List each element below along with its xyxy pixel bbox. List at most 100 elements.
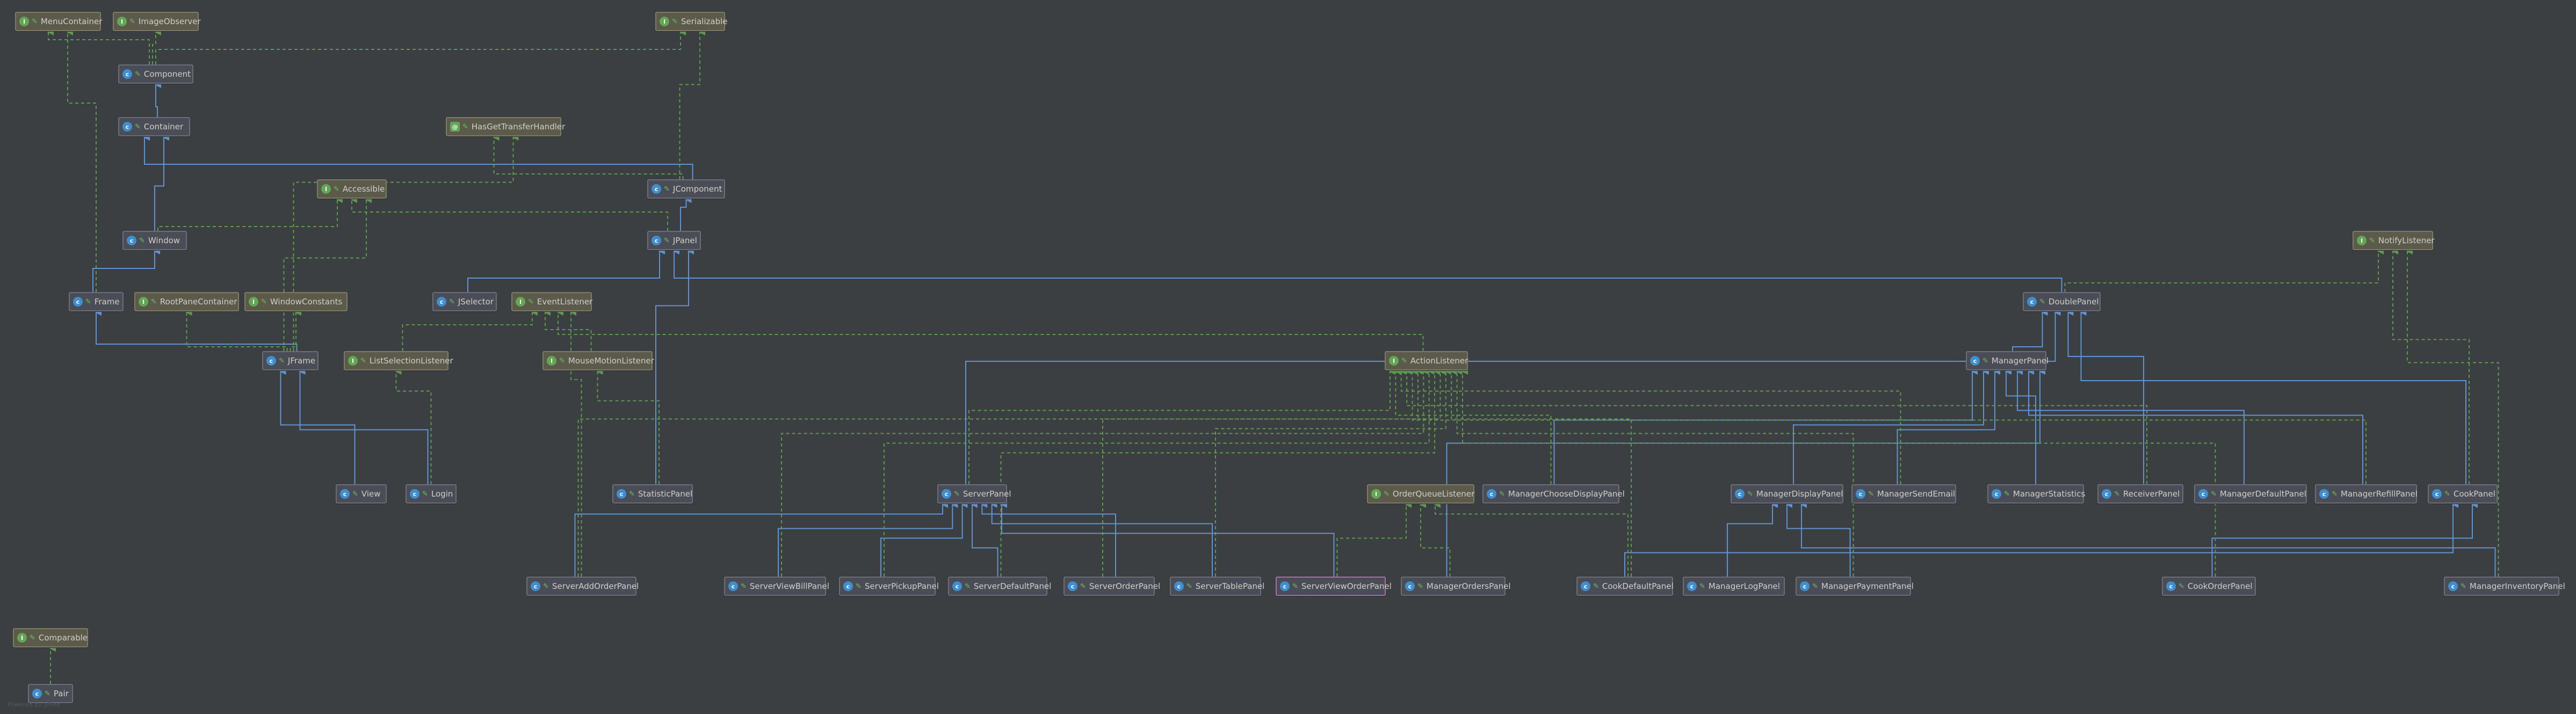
node-manager-statistics[interactable]: c✎ManagerStatistics (1987, 484, 2086, 504)
node-server-order-panel[interactable]: c✎ServerOrderPanel (1063, 577, 1160, 596)
visibility-icon: ✎ (528, 297, 534, 306)
edge-implements (1215, 368, 1451, 577)
node-image-observer[interactable]: I✎ImageObserver (113, 12, 201, 31)
edge-implements (884, 368, 1435, 577)
node-server-add-order-panel[interactable]: c✎ServerAddOrderPanel (526, 577, 639, 596)
node-manager-display-panel[interactable]: c✎ManagerDisplayPanel (1731, 484, 1843, 504)
visibility-icon: ✎ (135, 70, 141, 78)
node-manager-payment-panel[interactable]: c✎ManagerPaymentPanel (1796, 577, 1914, 596)
node-serializable[interactable]: I✎Serializable (655, 12, 728, 31)
visibility-icon: ✎ (2114, 490, 2120, 498)
node-label: ServerOrderPanel (1089, 581, 1161, 591)
class-type-icon: c (652, 184, 661, 194)
node-window[interactable]: c✎Window (122, 231, 187, 250)
class-type-icon: c (127, 236, 136, 245)
node-server-view-order-panel[interactable]: c✎ServerViewOrderPanel (1276, 577, 1392, 596)
node-container[interactable]: c✎Container (118, 117, 190, 136)
node-view[interactable]: c✎View (336, 484, 387, 504)
node-label: Serializable (681, 17, 728, 26)
node-list-selection-listener[interactable]: I✎ListSelectionListener (344, 351, 453, 370)
visibility-icon: ✎ (1747, 490, 1753, 498)
edge-extends (95, 309, 298, 351)
node-statistic-panel[interactable]: c✎StatisticPanel (612, 484, 693, 504)
node-server-default-panel[interactable]: c✎ServerDefaultPanel (948, 577, 1051, 596)
node-server-panel[interactable]: c✎ServerPanel (937, 484, 1011, 504)
node-manager-send-email[interactable]: c✎ManagerSendEmail (1851, 484, 1956, 504)
node-mouse-motion-listener[interactable]: I✎MouseMotionListener (542, 351, 654, 370)
node-notify-listener[interactable]: I✎NotifyListener (2353, 231, 2435, 250)
node-manager-orders-panel[interactable]: c✎ManagerOrdersPanel (1401, 577, 1511, 596)
node-order-queue-listener[interactable]: I✎OrderQueueListener (1367, 484, 1474, 504)
node-manager-default-panel[interactable]: c✎ManagerDefaultPanel (2194, 484, 2307, 504)
node-label: MouseMotionListener (568, 356, 654, 366)
node-event-listener[interactable]: I✎EventListener (511, 292, 592, 311)
node-comparable[interactable]: I✎Comparable (13, 628, 88, 647)
node-server-view-bill-panel[interactable]: c✎ServerViewBillPanel (724, 577, 829, 596)
interface-type-icon: I (249, 297, 258, 307)
class-type-icon: c (2027, 297, 2037, 307)
node-receiver-panel[interactable]: c✎ReceiverPanel (2097, 484, 2183, 504)
class-type-icon: c (617, 489, 626, 499)
node-label: HasGetTransferHandler (471, 122, 566, 132)
edge-implements (47, 29, 150, 64)
visibility-icon: ✎ (135, 122, 141, 131)
node-server-pickup-panel[interactable]: c✎ServerPickupPanel (839, 577, 939, 596)
visibility-icon: ✎ (2039, 297, 2045, 306)
node-window-constants[interactable]: I✎WindowConstants (244, 292, 348, 311)
node-manager-log-panel[interactable]: c✎ManagerLogPanel (1683, 577, 1785, 596)
node-label: ManagerPanel (1991, 356, 2049, 366)
visibility-icon: ✎ (1982, 356, 1988, 365)
visibility-icon: ✎ (1080, 582, 1086, 591)
node-label: Accessible (342, 184, 385, 194)
node-jframe[interactable]: c✎JFrame (262, 351, 319, 370)
edge-implements (781, 368, 1429, 577)
class-type-icon: c (1992, 489, 2001, 499)
node-pair[interactable]: c✎Pair (28, 684, 73, 703)
edge-extends (402, 309, 538, 351)
edge-implements (185, 309, 288, 351)
node-manager-refill-panel[interactable]: c✎ManagerRefillPanel (2315, 484, 2418, 504)
visibility-icon: ✎ (664, 185, 670, 193)
node-cook-default-panel[interactable]: c✎CookDefaultPanel (1576, 577, 1674, 596)
node-accessible[interactable]: I✎Accessible (317, 179, 387, 199)
node-label: Login (431, 489, 453, 499)
node-server-table-panel[interactable]: c✎ServerTablePanel (1170, 577, 1264, 596)
node-label: ServerPickupPanel (864, 581, 939, 591)
interface-type-icon: I (660, 17, 669, 26)
node-label: MenuContainer (40, 17, 103, 26)
node-frame[interactable]: c✎Frame (69, 292, 124, 311)
node-double-panel[interactable]: c✎DoublePanel (2023, 292, 2101, 311)
edge-extends (1624, 501, 2458, 577)
node-label: JComponent (672, 184, 722, 194)
node-login[interactable]: c✎Login (406, 484, 457, 504)
node-has-get-transfer-handler[interactable]: @✎HasGetTransferHandler (446, 117, 565, 136)
node-jpanel[interactable]: c✎JPanel (647, 231, 701, 250)
node-label: ManagerDefaultPanel (2219, 489, 2306, 499)
node-cook-order-panel[interactable]: c✎CookOrderPanel (2162, 577, 2256, 596)
node-menu-container[interactable]: I✎MenuContainer (15, 12, 103, 31)
node-root-pane-container[interactable]: I✎RootPaneContainer (134, 292, 239, 311)
visibility-icon: ✎ (2332, 490, 2338, 498)
visibility-icon: ✎ (1186, 582, 1192, 591)
interface-type-icon: I (117, 17, 127, 26)
node-component[interactable]: c✎Component (118, 64, 193, 84)
edge-extends (1553, 368, 1978, 484)
node-manager-choose-display-panel[interactable]: c✎ManagerChooseDisplayPanel (1482, 484, 1625, 504)
node-manager-inventory-panel[interactable]: c✎ManagerInventoryPanel (2444, 577, 2565, 596)
node-label: ServerViewOrderPanel (1301, 581, 1392, 591)
node-jselector[interactable]: c✎JSelector (432, 292, 497, 311)
class-type-icon: c (32, 689, 42, 698)
node-manager-panel[interactable]: c✎ManagerPanel (1966, 351, 2049, 370)
node-action-listener[interactable]: I✎ActionListener (1385, 351, 1468, 370)
edge-implements (596, 368, 660, 484)
node-label: ManagerOrdersPanel (1426, 581, 1511, 591)
edge-extends (2080, 309, 2466, 484)
class-type-icon: c (2102, 489, 2111, 499)
node-label: ManagerInventoryPanel (2469, 581, 2565, 591)
node-label: Comparable (38, 633, 88, 643)
visibility-icon: ✎ (462, 122, 468, 131)
node-label: ManagerStatistics (2013, 489, 2086, 499)
node-cook-panel[interactable]: c✎CookPanel (2428, 484, 2498, 504)
node-label: Container (143, 122, 184, 132)
node-jcomponent[interactable]: c✎JComponent (647, 179, 725, 199)
